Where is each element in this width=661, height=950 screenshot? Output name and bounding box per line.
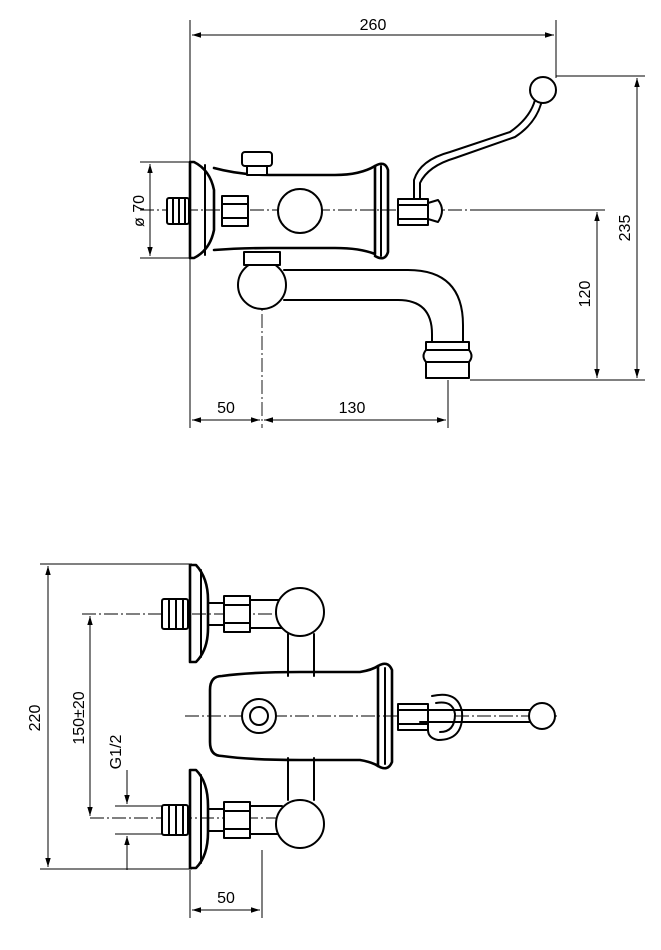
dim-bottom-height: 220 bbox=[27, 705, 44, 732]
dim-inlet-spacing: 150±20 bbox=[71, 691, 88, 744]
wall-flange bbox=[188, 160, 216, 260]
dim-thread: G1/2 bbox=[108, 735, 125, 770]
dim-top-width: 260 bbox=[360, 17, 387, 34]
cartridge-ball bbox=[277, 188, 323, 234]
lever-arm-plan bbox=[419, 709, 531, 723]
bottom-view: 220 150±20 G1/2 50 bbox=[27, 563, 560, 918]
top-view: 260 235 120 ø 70 50 130 bbox=[131, 17, 645, 428]
dim-top-offset: 50 bbox=[217, 400, 235, 417]
dim-spout-reach: 130 bbox=[339, 400, 366, 417]
upper-inlet bbox=[161, 563, 325, 677]
lever-handle bbox=[413, 99, 536, 200]
lower-inlet bbox=[161, 757, 325, 870]
lever-knob-plan bbox=[528, 702, 556, 730]
lever-connector bbox=[397, 198, 429, 226]
hex-nut bbox=[221, 195, 249, 227]
spout-elbow bbox=[237, 260, 287, 310]
spout-pipe bbox=[283, 269, 464, 343]
lever-connector-plan bbox=[397, 703, 429, 731]
dim-top-height: 235 bbox=[617, 215, 634, 242]
aerator bbox=[422, 341, 473, 379]
dim-diameter: ø 70 bbox=[131, 195, 148, 227]
dim-spout-height: 120 bbox=[577, 281, 594, 308]
diverter-knob bbox=[241, 151, 273, 167]
lever-ring bbox=[427, 693, 464, 741]
mixer-body-plan bbox=[208, 664, 380, 768]
body-right-flange bbox=[373, 162, 390, 260]
lever-knob bbox=[529, 76, 557, 104]
dim-bottom-offset: 50 bbox=[217, 890, 235, 907]
